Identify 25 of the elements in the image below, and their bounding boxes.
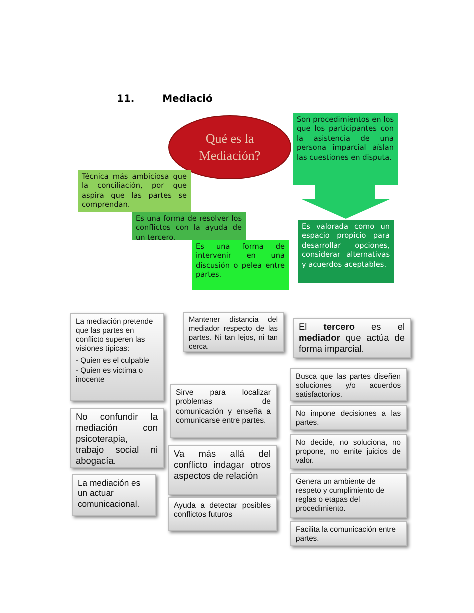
text-box [132, 212, 246, 240]
text-box [298, 220, 394, 283]
note-card [168, 497, 277, 531]
note-card [170, 384, 277, 438]
heading: 11. Mediació [117, 94, 213, 105]
note-card [70, 408, 164, 468]
note-card [72, 474, 156, 516]
note-card [70, 313, 164, 401]
text-box [192, 240, 289, 290]
question-text: Qué es la Mediación? [198, 131, 262, 164]
text-box [293, 113, 398, 185]
box-text: Va más allá del conflicto indagar otros aspectos de relación [174, 449, 271, 482]
note-card [290, 521, 407, 546]
box-text: No confundir la mediación con psicoterapia, trabajo social ni abogacía. [76, 412, 158, 468]
box-text: La mediación es un actuar comunicacional. [78, 478, 142, 509]
note-card [183, 312, 284, 352]
note-card [290, 405, 407, 430]
note-card [290, 473, 407, 518]
note-card [290, 434, 407, 469]
box-text: El tercero es el mediador que actúa de forma imparcial. [299, 322, 405, 356]
note-card [168, 445, 277, 495]
note-card [290, 368, 407, 401]
note-card [293, 318, 411, 358]
block-arrow [301, 185, 391, 219]
question-ellipse [168, 115, 292, 180]
